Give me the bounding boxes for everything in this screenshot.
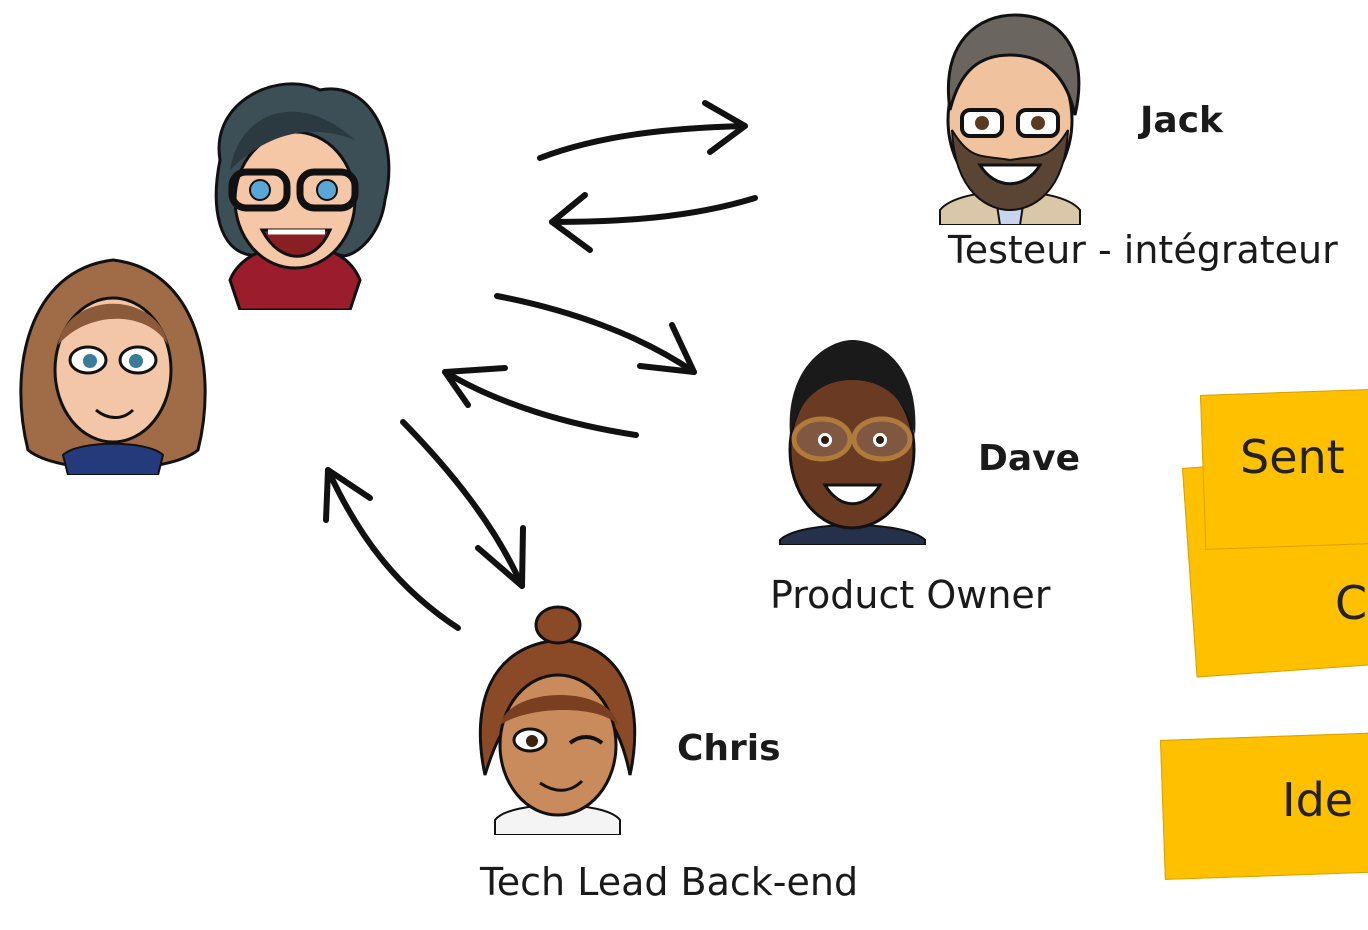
arrowhead-to-chris	[475, 525, 526, 589]
arrow-from-chris	[325, 467, 461, 631]
avatar-woman-brown-hair	[8, 257, 218, 475]
sticky-note-top-text: Sent	[1240, 430, 1345, 484]
avatar-woman-glasses	[214, 82, 391, 310]
person-role-jack: Testeur - intégrateur	[948, 228, 1338, 272]
avatar-jack	[939, 13, 1081, 225]
person-role-dave: Product Owner	[770, 573, 1051, 617]
avatar-dave	[779, 340, 926, 545]
sticky-note-bottom-text: Ide	[1282, 773, 1354, 827]
person-name-dave: Dave	[978, 438, 1081, 479]
person-name-jack: Jack	[1140, 100, 1223, 141]
person-name-chris: Chris	[677, 728, 781, 769]
arrowhead-to-dave	[637, 322, 697, 375]
arrow-to-chris	[400, 419, 525, 589]
arrow-from-jack	[549, 195, 758, 225]
arrow-to-dave	[494, 293, 697, 375]
person-role-chris: Tech Lead Back-end	[480, 860, 859, 904]
arrowhead-to-jack	[702, 100, 748, 155]
arrow-to-jack	[537, 123, 748, 161]
arrowhead-from-dave	[442, 365, 508, 408]
arrow-from-dave	[442, 369, 639, 438]
avatar-chris	[478, 605, 637, 835]
sticky-note-middle-text: C	[1335, 576, 1368, 630]
arrowhead-from-chris	[323, 467, 373, 523]
arrowhead-from-jack	[549, 192, 593, 253]
